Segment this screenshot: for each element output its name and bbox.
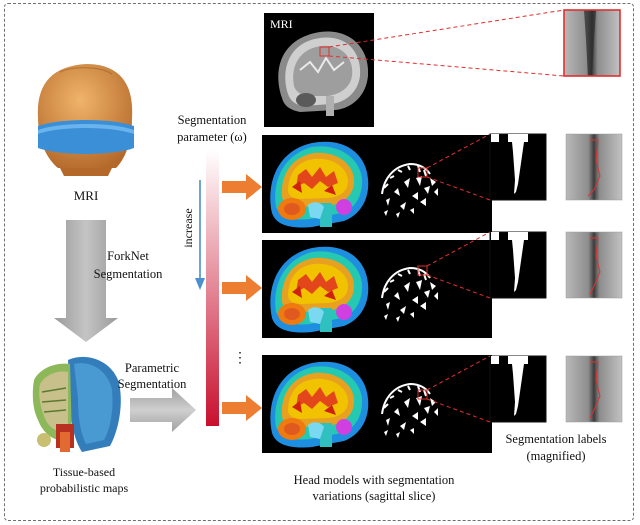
row-callout-lines	[426, 133, 491, 423]
head-models-caption: Head models with segmentation	[294, 473, 455, 487]
forknet-label-line2: Segmentation	[94, 267, 163, 281]
magnified-patch-1	[565, 133, 623, 201]
figure-frame	[4, 3, 634, 521]
magnified-patch-2	[565, 231, 623, 299]
labels-caption: Segmentation labels	[505, 432, 606, 446]
label-block-3	[489, 355, 547, 423]
tissue-maps-render	[32, 356, 121, 452]
callout-line-top-2	[328, 55, 565, 77]
labels-caption-line2: (magnified)	[526, 449, 585, 463]
head-model-row-3	[262, 355, 492, 453]
maps-label-line2: probabilistic maps	[40, 481, 129, 495]
parameter-label: Segmentation	[178, 113, 247, 127]
mri-top-panel	[264, 13, 374, 127]
parametric-label: Parametric	[125, 361, 180, 375]
ellipsis-mark: ⋮	[233, 351, 247, 366]
callout-line-top-1	[328, 9, 565, 48]
increase-label: increase	[181, 208, 195, 247]
mri-panel-label: MRI	[270, 17, 293, 31]
label-block-1	[489, 133, 547, 201]
head-model-row-2	[262, 240, 492, 338]
parametric-label-line2: Segmentation	[118, 377, 187, 391]
mri-label: MRI	[74, 188, 99, 203]
magnified-patch-3	[565, 355, 623, 423]
label-block-2	[489, 231, 547, 299]
head-model-row-1	[262, 135, 492, 233]
orange-arrow-1	[222, 174, 262, 200]
skull-head-render	[37, 64, 134, 176]
head-models-caption-line2: variations (sagittal slice)	[313, 489, 436, 503]
parameter-gradient-bar	[206, 150, 219, 426]
orange-arrow-2	[222, 275, 262, 301]
forknet-label: ForkNet	[107, 249, 149, 263]
increase-arrow-head	[195, 278, 205, 290]
orange-arrow-3	[222, 395, 262, 421]
parameter-label-line2: parameter (ω)	[177, 130, 247, 144]
parametric-arrow	[130, 388, 196, 432]
mri-magnified-patch	[563, 9, 621, 77]
maps-label: Tissue-based	[53, 465, 115, 479]
forknet-arrow	[54, 220, 118, 342]
